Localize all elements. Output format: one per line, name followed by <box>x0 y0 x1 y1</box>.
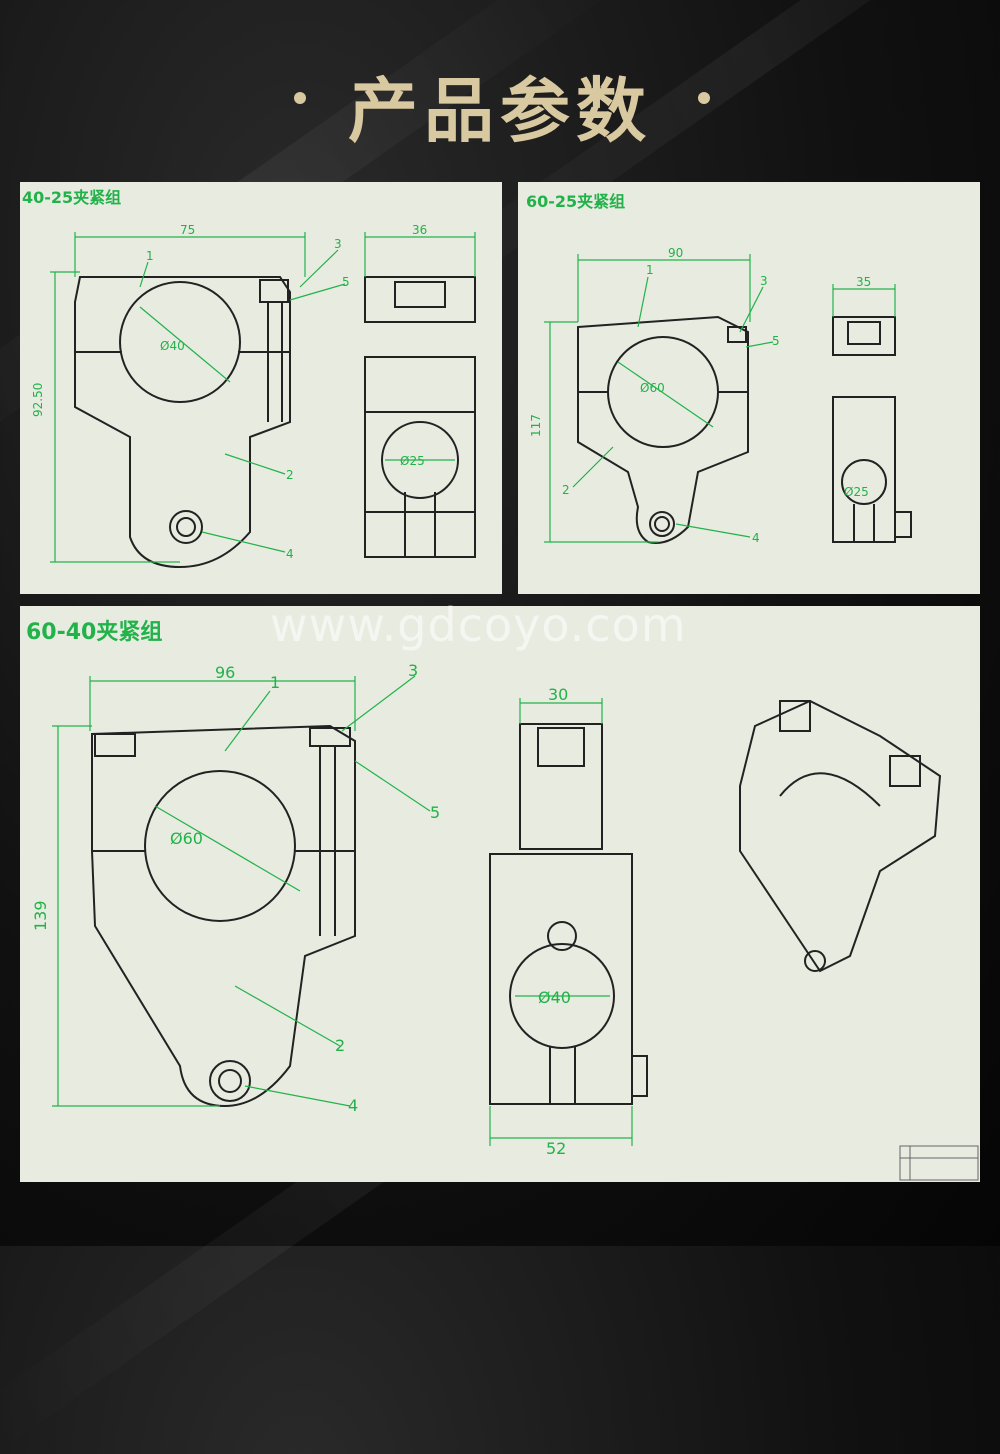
drawing-60-40: 96 30 52 139 Ø60 Ø40 1 2 3 4 5 <box>31 661 979 1181</box>
callout-2: 2 <box>562 483 570 497</box>
dim-bottom-width: 52 <box>546 1139 566 1158</box>
dim-bore: Ø60 <box>640 381 665 395</box>
title-dot-right <box>698 92 710 104</box>
clamp-front-body <box>91 724 356 1108</box>
dim-width: 96 <box>215 663 235 682</box>
bolt-circle <box>169 510 203 544</box>
callout-1: 1 <box>146 249 154 263</box>
bore-circle <box>144 770 296 922</box>
dim-side-bore: Ø25 <box>844 485 869 499</box>
dim-side-bore: Ø25 <box>400 454 425 468</box>
dim-width: 90 <box>668 246 683 260</box>
side-top-block <box>519 723 603 850</box>
drawing-panel-40-25: 40-25夹紧组 <box>20 182 502 594</box>
dim-side-width: 30 <box>548 685 568 704</box>
clamp-front-body <box>74 276 291 569</box>
callout-3: 3 <box>408 661 418 680</box>
dim-side-width: 36 <box>412 223 427 237</box>
dim-side-width: 35 <box>856 275 871 289</box>
page-title: 产品参数 <box>348 70 652 152</box>
title-dot-left <box>294 92 306 104</box>
callout-2: 2 <box>335 1036 345 1055</box>
dim-side-bore: Ø40 <box>538 988 571 1007</box>
watermark: www.gdcoyo.com <box>270 598 687 652</box>
callout-2: 2 <box>286 468 294 482</box>
callout-3: 3 <box>760 274 768 288</box>
callout-4: 4 <box>348 1096 358 1115</box>
drawing-60-25: 90 35 117 Ø60 Ø25 1 2 3 4 5 <box>529 246 912 545</box>
panel-label: 60-40夹紧组 <box>26 620 163 645</box>
bolt-circle <box>649 511 675 537</box>
iso-view <box>739 699 942 973</box>
drawing-40-25: 75 36 92.50 Ø40 Ø25 1 2 3 4 5 <box>31 223 476 569</box>
bore-circle <box>119 281 241 403</box>
dim-height: 92.50 <box>31 383 45 417</box>
panel-label: 40-25夹紧组 <box>22 188 122 207</box>
bolt-circle <box>209 1060 251 1102</box>
title-wrap: 产品参数 <box>0 55 1000 156</box>
dim-height: 139 <box>31 900 50 931</box>
side-bore <box>841 459 887 505</box>
drawing-panel-60-40: 60-40夹紧组 <box>20 606 980 1182</box>
callout-5: 5 <box>342 275 350 289</box>
drawing-panel-60-25: 60-25夹紧组 <box>518 182 980 594</box>
callout-4: 4 <box>752 531 760 545</box>
dim-width: 75 <box>180 223 195 237</box>
side-bore <box>381 421 459 499</box>
side-top-block <box>364 276 476 323</box>
dim-height: 117 <box>529 414 543 437</box>
dim-bore: Ø60 <box>170 829 203 848</box>
callout-4: 4 <box>286 547 294 561</box>
panel-label: 60-25夹紧组 <box>526 192 626 211</box>
callout-5: 5 <box>772 334 780 348</box>
side-bore <box>509 943 615 1049</box>
callout-5: 5 <box>430 803 440 822</box>
side-top-block <box>832 316 896 356</box>
callout-1: 1 <box>270 673 280 692</box>
callout-3: 3 <box>334 237 342 251</box>
dim-bore: Ø40 <box>160 339 185 353</box>
title-block <box>899 1145 979 1181</box>
clamp-front-body <box>577 315 749 544</box>
callout-1: 1 <box>646 263 654 277</box>
